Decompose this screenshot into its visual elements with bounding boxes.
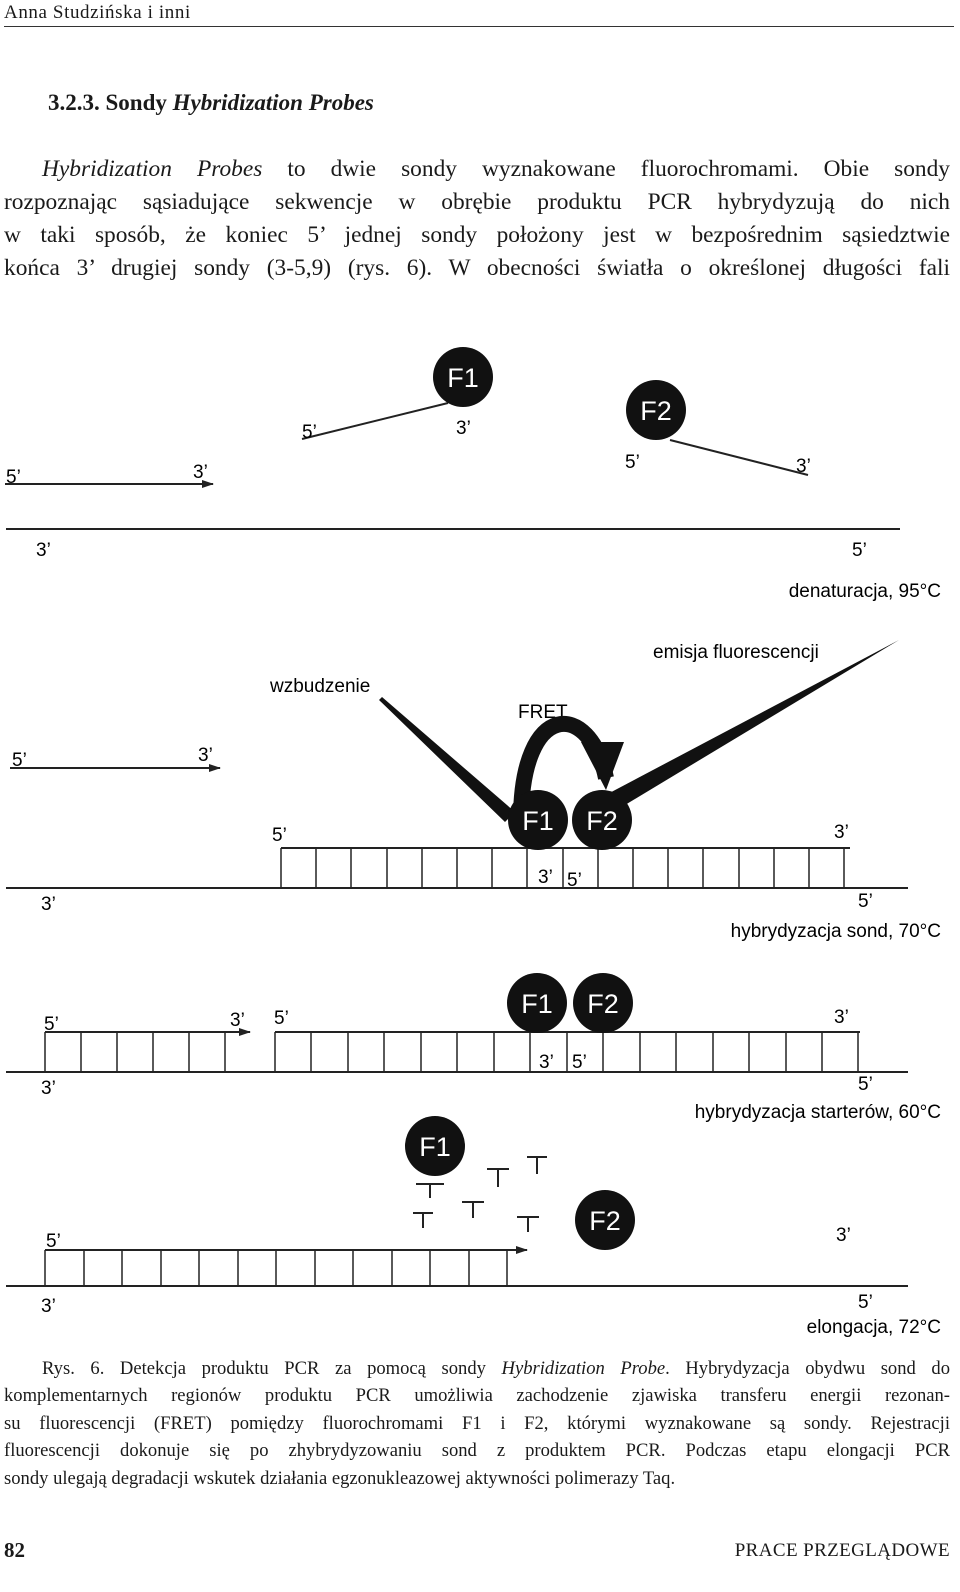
f1-label: F1: [447, 363, 479, 393]
end-label: 3’: [193, 462, 208, 483]
caption-text-run: Rys. 6. Detekcja produktu PCR za pomocą …: [42, 1358, 502, 1379]
section-title: Sondy: [105, 90, 167, 115]
end-label: 3’: [230, 1010, 245, 1031]
excitation-beam: [379, 697, 515, 822]
fluorophore-f2: [626, 380, 686, 440]
end-label: 3’: [41, 1296, 56, 1317]
panel-denaturation: F1 F2 5’ 3’ 5’ 3’ 5’ 3’ 3’ 5’ denaturacj…: [5, 347, 941, 602]
fluorophore-f1: [405, 1116, 465, 1176]
base-pair-rungs: [280, 848, 845, 888]
fluorophore-f2: [575, 1190, 635, 1250]
end-label: 3’: [834, 1007, 849, 1028]
base-pair-rungs: [44, 1250, 508, 1286]
end-label: 5’: [6, 467, 21, 488]
end-label: 3’: [41, 894, 56, 915]
excitation-label: wzbudzenie: [269, 676, 370, 697]
end-label: 3’: [538, 867, 553, 888]
emission-label: emisja fluorescencji: [653, 642, 819, 663]
panel-primer-hybridization: F1 F2 5’ 3’ 5’ 3’ 3’ 5’ 3’ 5’ hybrydyzac…: [6, 973, 941, 1123]
degraded-nucleotides: [413, 1156, 547, 1232]
end-label: 5’: [302, 422, 317, 443]
figure-hybridization-probes: F1 F2 5’ 3’ 5’ 3’ 5’ 3’ 3’ 5’ denaturacj…: [5, 347, 941, 1338]
journal-section: PRACE PRZEGLĄDOWE: [734, 1540, 950, 1561]
caption-line: Rys. 6. Detekcja produktu PCR za pomocą …: [4, 1355, 950, 1382]
end-label: 5’: [274, 1008, 289, 1029]
panel-elongation: F1 F2 5’ 3’ 3’: [6, 1116, 941, 1338]
end-label: 3’: [796, 456, 811, 477]
f1-label: F1: [419, 1132, 451, 1162]
probe-2-strand: [669, 439, 809, 476]
end-label: 5’: [44, 1014, 59, 1035]
body-line: Hybridization Probes to dwie sondy wyzna…: [4, 153, 950, 186]
section-heading: 3.2.3. Sondy Hybridization Probes: [48, 90, 374, 116]
body-line: rozpoznając sąsiadujące sekwencje w obrę…: [4, 189, 950, 215]
body-italic-term: Hybridization Probes: [42, 156, 263, 182]
stage-label: hybrydyzacja starterów, 60°C: [695, 1102, 941, 1123]
figure-caption: Rys. 6. Detekcja produktu PCR za pomocą …: [4, 1355, 950, 1492]
end-label: 3’: [456, 418, 471, 439]
end-label: 5’: [625, 452, 640, 473]
f2-label: F2: [587, 989, 619, 1019]
end-label: 3’: [41, 1078, 56, 1099]
end-label: 5’: [12, 750, 27, 771]
emission-beam: [600, 640, 899, 814]
end-label: 5’: [858, 891, 873, 912]
fluorophore-f1: [433, 347, 493, 407]
end-label: 3’: [36, 540, 51, 561]
f1-label: F1: [521, 989, 553, 1019]
caption-italic-term: Hybridization Probe: [501, 1358, 666, 1379]
body-line: w taki sposób, że koniec 5’ jednej sondy…: [4, 222, 950, 248]
f2-label: F2: [640, 396, 672, 426]
fluorophore-f1: [508, 790, 568, 850]
stage-label: denaturacja, 95°C: [789, 581, 941, 602]
caption-line: fluorescencji dokonuje się po zhybrydyzo…: [4, 1440, 950, 1462]
section-number: 3.2.3.: [48, 90, 100, 115]
end-label: 5’: [858, 1292, 873, 1313]
caption-line: komplementarnych regionów produktu PCR u…: [4, 1385, 950, 1407]
base-pair-rungs: [44, 1032, 859, 1072]
body-text-run: to dwie sondy wyznakowane fluorochromami…: [262, 156, 950, 182]
end-label: 5’: [858, 1074, 873, 1095]
panel-probe-hybridization: emisja fluorescencji wzbudzenie FRET: [6, 640, 941, 942]
section-title-italic: Hybridization Probes: [172, 90, 374, 115]
body-line: końca 3’ drugiej sondy (3-5,9) (rys. 6).…: [4, 255, 950, 281]
page-number: 82: [4, 1538, 25, 1562]
probe-1-strand: [301, 402, 449, 440]
end-label: 3’: [539, 1052, 554, 1073]
f1-label: F1: [522, 806, 554, 836]
stage-label: hybrydyzacja sond, 70°C: [731, 921, 941, 942]
fret-arrow-head: [581, 742, 624, 790]
body-paragraph: Hybridization Probes to dwie sondy wyzna…: [4, 153, 950, 285]
end-label: 3’: [836, 1225, 851, 1246]
stage-label: elongacja, 72°C: [807, 1317, 941, 1338]
fluorophore-f2: [573, 973, 633, 1033]
f2-label: F2: [589, 1206, 621, 1236]
caption-line: sondy ulegają degradacji wskutek działan…: [4, 1467, 676, 1489]
end-label: 5’: [46, 1231, 61, 1252]
end-label: 5’: [572, 1052, 587, 1073]
caption-text-run: . Hybrydyzacja obydwu sond do: [665, 1358, 950, 1379]
end-label: 3’: [834, 822, 849, 843]
running-head: Anna Studzińska i inni: [4, 2, 954, 27]
end-label: 5’: [852, 540, 867, 561]
caption-line: su fluorescencji (FRET) pomiędzy fluoroc…: [4, 1412, 950, 1434]
fluorophore-f1: [507, 973, 567, 1033]
f2-label: F2: [586, 806, 618, 836]
fluorophore-f2: [572, 790, 632, 850]
end-label: 5’: [272, 825, 287, 846]
end-label: 5’: [567, 870, 582, 891]
end-label: 3’: [198, 745, 213, 766]
